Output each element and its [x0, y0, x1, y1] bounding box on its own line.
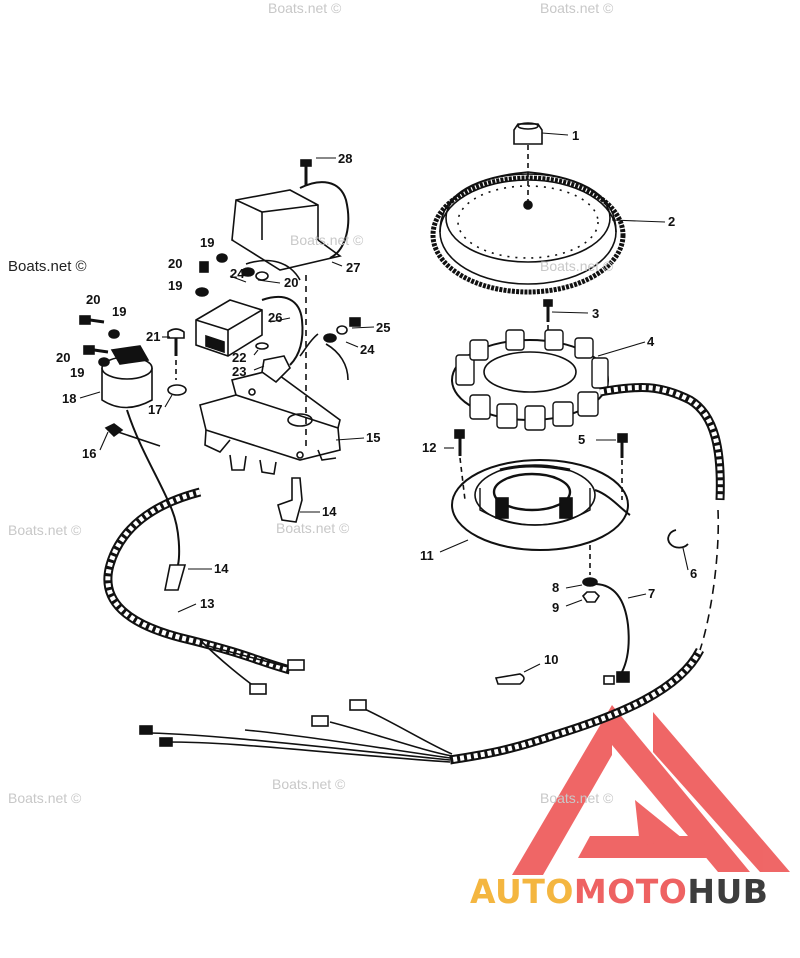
callout-24-top: 24 [230, 266, 245, 281]
callout-23: 23 [232, 364, 246, 379]
callout-27: 27 [346, 260, 360, 275]
callout-15: 15 [366, 430, 380, 445]
callout-20-right: 20 [284, 275, 298, 290]
watermark-left-mid: Boats.net © [8, 522, 82, 538]
ignition-coil [101, 345, 187, 591]
spark-plug-boot [277, 477, 303, 523]
callout-13: 13 [200, 596, 214, 611]
watermark-top-center: Boats.net © [268, 0, 342, 16]
callout-19-left-lower: 19 [70, 365, 84, 380]
callout-25: 25 [376, 320, 390, 335]
callout-24-right: 24 [360, 342, 375, 357]
callout-11: 11 [420, 548, 434, 563]
retaining-clip [667, 529, 689, 549]
right-fasteners [195, 253, 361, 381]
callout-8: 8 [552, 580, 559, 595]
stator [451, 329, 609, 431]
trigger-screw-5 [617, 433, 628, 500]
callout-20-left-upper: 20 [86, 292, 100, 307]
logo-part-moto: MOTO [573, 872, 688, 911]
callout-2: 2 [668, 214, 675, 229]
watermark-right-bottom: Boats.net © [540, 790, 614, 806]
callout-26: 26 [268, 310, 282, 325]
watermark-mid-upper: Boats.net © [290, 232, 364, 248]
callout-6: 6 [690, 566, 697, 581]
callout-10: 10 [544, 652, 558, 667]
callout-1: 1 [572, 128, 579, 143]
callout-12: 12 [422, 440, 436, 455]
watermark-center-mid: Boats.net © [276, 520, 350, 536]
mount-bracket [199, 369, 341, 475]
coil-screw [104, 423, 161, 447]
callout-22: 22 [232, 350, 246, 365]
bracket-screw [167, 328, 187, 396]
callout-20-left-lower: 20 [56, 350, 70, 365]
callout-18: 18 [62, 391, 76, 406]
watermark-center-bottom: Boats.net © [272, 776, 346, 792]
callout-17: 17 [148, 402, 162, 417]
callout-19-mid: 19 [168, 278, 182, 293]
watermark-left-bottom: Boats.net © [8, 790, 82, 806]
watermark-top-right: Boats.net © [540, 0, 614, 16]
leader-lines [79, 132, 689, 673]
callout-21: 21 [146, 329, 160, 344]
callout-4: 4 [647, 334, 655, 349]
callout-16: 16 [82, 446, 96, 461]
trigger-assembly [451, 459, 631, 551]
callout-14-center: 14 [322, 504, 337, 519]
logo-mark [512, 705, 790, 875]
flywheel-nut [513, 122, 543, 145]
power-pack [195, 295, 304, 366]
callout-20-top: 20 [168, 256, 182, 271]
callout-14-left: 14 [214, 561, 229, 576]
watermark-left-top: Boats.net © [8, 258, 87, 275]
callouts: 1 2 3 4 5 6 7 8 9 10 11 12 13 14 14 15 1… [56, 128, 697, 667]
logo-part-hub: HUB [687, 872, 769, 911]
switch-box [231, 159, 350, 450]
callout-7: 7 [648, 586, 655, 601]
callout-28: 28 [338, 151, 352, 166]
ground-screw-parts [581, 545, 630, 685]
harness-clamp [494, 673, 525, 685]
main-harness [103, 487, 705, 765]
spring-and-block [255, 342, 291, 384]
flywheel [430, 145, 626, 295]
automotohub-logo: AUTOMOTOHUB [470, 872, 768, 911]
trigger-screw-12 [454, 429, 466, 501]
callout-5: 5 [578, 432, 585, 447]
watermark-right-upper: Boats.net © [540, 258, 614, 274]
stator-harness [599, 382, 725, 651]
callout-9: 9 [552, 600, 559, 615]
callout-19-left-upper: 19 [112, 304, 126, 319]
callout-19-top: 19 [200, 235, 214, 250]
callout-3: 3 [592, 306, 599, 321]
logo-part-auto: AUTO [470, 872, 574, 911]
left-fasteners [79, 315, 120, 367]
